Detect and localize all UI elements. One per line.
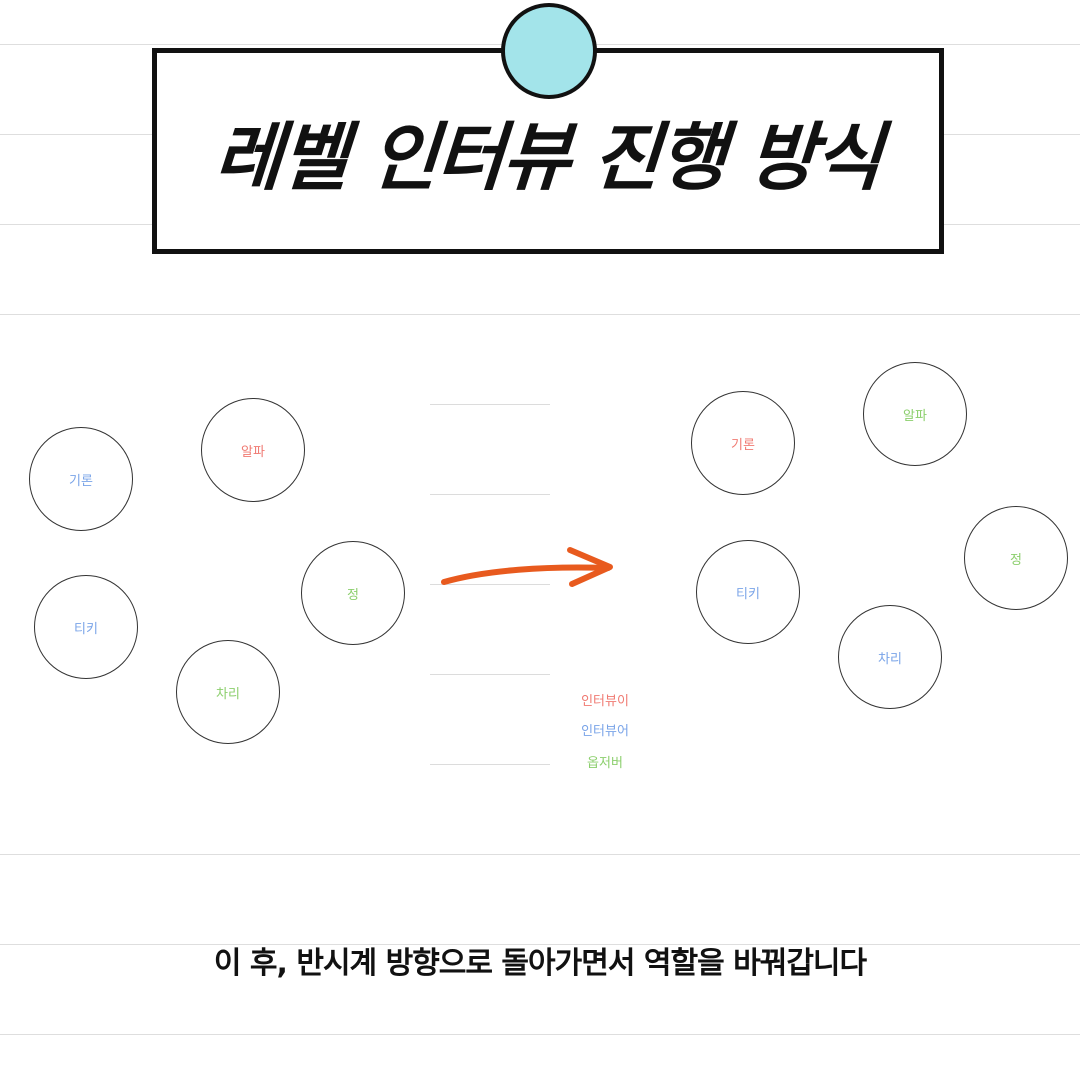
background-line	[430, 674, 550, 675]
page-title: 레벨 인터뷰 진행 방식	[211, 114, 884, 201]
person-circle: 기론	[29, 427, 133, 531]
title-box: 레벨 인터뷰 진행 방식	[152, 48, 944, 254]
background-line	[430, 494, 550, 495]
person-circle: 알파	[863, 362, 967, 466]
person-name: 알파	[903, 408, 927, 424]
person-name: 기론	[69, 473, 93, 489]
legend-interviewer: 인터뷰어	[581, 724, 629, 739]
person-name: 차리	[878, 651, 902, 667]
person-circle: 티키	[696, 540, 800, 644]
background-line	[0, 854, 1080, 855]
background-line	[0, 1034, 1080, 1035]
background-line	[0, 944, 1080, 945]
background-line	[430, 764, 550, 765]
legend-observer: 옵저버	[587, 756, 623, 771]
legend-interviewee: 인터뷰이	[581, 694, 629, 709]
person-circle: 정	[964, 506, 1068, 610]
person-name: 차리	[216, 686, 240, 702]
person-circle: 차리	[838, 605, 942, 709]
person-name: 정	[1010, 552, 1022, 568]
person-name: 티키	[74, 621, 98, 637]
rotation-arrow-icon	[441, 547, 613, 587]
background-line	[430, 584, 550, 585]
person-name: 알파	[241, 444, 265, 460]
person-circle: 기론	[691, 391, 795, 495]
person-circle: 차리	[176, 640, 280, 744]
person-circle: 알파	[201, 398, 305, 502]
person-name: 정	[347, 587, 359, 603]
background-line	[430, 404, 550, 405]
person-name: 티키	[736, 586, 760, 602]
caption-text: 이 후, 반시계 방향으로 돌아가면서 역할을 바꿔갑니다	[213, 946, 867, 981]
title-accent-dot	[501, 3, 597, 99]
person-circle: 티키	[34, 575, 138, 679]
person-circle: 정	[301, 541, 405, 645]
background-line	[0, 314, 1080, 315]
person-name: 기론	[731, 437, 755, 453]
